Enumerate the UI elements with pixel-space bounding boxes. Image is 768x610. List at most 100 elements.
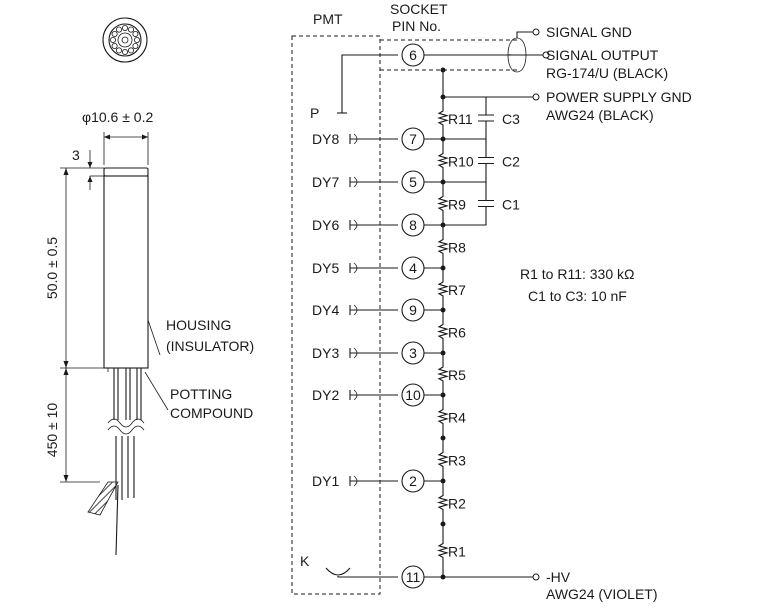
- dynode-row: DY2: [312, 387, 446, 403]
- resistor: R6: [437, 310, 466, 353]
- resistor-label: R9: [448, 197, 466, 213]
- dynode-row: DY7: [312, 174, 446, 190]
- pin-dy3-number: 3: [409, 345, 417, 361]
- junction-dot: [440, 521, 446, 527]
- pin-cathode-number: 11: [406, 569, 421, 585]
- socket-pin-hole: [127, 47, 134, 54]
- diameter-label: φ10.6 ± 0.2: [82, 109, 153, 125]
- pin-dy6-number: 8: [409, 217, 417, 233]
- capacitor: C3: [443, 96, 520, 140]
- resistor: R5: [437, 353, 466, 395]
- dimension-lines: [60, 150, 169, 483]
- pin-dy6: 8: [401, 213, 425, 237]
- resistor-label: R11: [448, 111, 473, 127]
- dynode-row: DY5: [312, 260, 446, 276]
- pin-dy1: 2: [401, 469, 425, 493]
- socket-header: SOCKET: [390, 1, 448, 17]
- socket-pin-hole: [122, 49, 129, 56]
- hv-wire-label: AWG24 (VIOLET): [546, 586, 658, 602]
- capacitor-label: C3: [502, 111, 520, 127]
- pin-dy5-number: 4: [409, 260, 417, 276]
- pmt-boundary: [291, 35, 381, 595]
- resistor-label: R10: [448, 154, 474, 170]
- socket-pin-hole: [133, 37, 140, 44]
- signal-gnd-label: SIGNAL GND: [546, 24, 632, 40]
- power-gnd-label: POWER SUPPLY GND: [546, 89, 692, 105]
- socket-pin-hole: [111, 43, 118, 50]
- socket-pin-hole: [111, 30, 118, 37]
- lead-length-label: 450 ± 10: [44, 403, 60, 458]
- resistor-label: R7: [448, 282, 466, 298]
- capacitor-label: C2: [502, 154, 520, 170]
- cathode-label: K: [300, 553, 310, 569]
- resistor: R7: [437, 268, 466, 310]
- dynode-row: DY3: [312, 345, 446, 361]
- cap-length-label: 3: [72, 147, 80, 163]
- socket-pin-hole: [122, 24, 129, 31]
- resistor: R3: [437, 438, 466, 481]
- junction-dot: [440, 435, 446, 441]
- socket-pin-hole: [116, 47, 123, 54]
- resistor-label: R4: [448, 410, 466, 426]
- resistor-label: R3: [448, 453, 466, 469]
- tube-body: [87, 132, 149, 556]
- body-length-label: 50.0 ± 0.5: [44, 237, 60, 299]
- resistor-label: R1: [448, 544, 466, 560]
- signal-cable-label: RG-174/U (BLACK): [546, 65, 668, 81]
- pin-cathode: 11: [401, 565, 425, 589]
- pin-no-header: PIN No.: [392, 18, 441, 34]
- anode-label: P: [310, 105, 319, 121]
- pin-dy8: 7: [401, 127, 425, 151]
- pin-anode-number: 6: [409, 47, 417, 63]
- socket-pin-hole: [116, 26, 123, 33]
- capacitor: C1: [443, 181, 520, 226]
- insulator-label: (INSULATOR): [166, 338, 254, 354]
- dynode-label: DY6: [312, 217, 339, 233]
- pin-dy4-number: 9: [409, 302, 417, 318]
- pin-dy3: 3: [401, 341, 425, 365]
- pin-dy1-number: 2: [409, 473, 417, 489]
- socket-pin-hole: [110, 37, 117, 44]
- signal-output-label: SIGNAL OUTPUT: [546, 47, 659, 63]
- capacitor-label: C1: [502, 197, 520, 213]
- dynode-label: DY4: [312, 302, 339, 318]
- resistor-label: R2: [448, 496, 466, 512]
- capacitor: C2: [443, 138, 520, 183]
- dynode-row: DY1: [312, 473, 446, 489]
- resistor-label: R6: [448, 325, 466, 341]
- dynode-label: DY7: [312, 174, 339, 190]
- resistor: R8: [437, 225, 466, 268]
- pin-dy5: 4: [401, 256, 425, 280]
- dynode-label: DY3: [312, 345, 339, 361]
- pin-dy2: 10: [401, 383, 425, 407]
- socket-pin-hole: [132, 30, 139, 37]
- socket-top-view: [102, 17, 148, 63]
- compound-label: COMPOUND: [170, 405, 253, 421]
- resistor: R4: [437, 395, 466, 438]
- dynode-label: DY1: [312, 473, 339, 489]
- resistor: R1: [437, 524, 466, 577]
- socket-pin-hole: [132, 43, 139, 50]
- pin-dy4: 9: [401, 298, 425, 322]
- pmt-header: PMT: [313, 11, 343, 27]
- pin-anode: 6: [401, 43, 425, 67]
- dynode-label: DY8: [312, 131, 339, 147]
- dynode-label: DY2: [312, 387, 339, 403]
- pin-dy7: 5: [401, 170, 425, 194]
- dynode-row: DY8: [312, 131, 446, 147]
- housing-label: HOUSING: [166, 317, 231, 333]
- dynode-label: DY5: [312, 260, 339, 276]
- dynode-row: DY6: [312, 217, 446, 233]
- dynode-row: DY4: [312, 302, 446, 318]
- pin-dy7-number: 5: [409, 174, 417, 190]
- hv-label: -HV: [546, 569, 571, 585]
- capacitor-values-note: C1 to C3: 10 nF: [528, 288, 627, 304]
- resistor: R10: [437, 139, 474, 182]
- power-gnd-wire-label: AWG24 (BLACK): [546, 107, 654, 123]
- pin-dy8-number: 7: [409, 131, 417, 147]
- resistor: R2: [437, 481, 466, 524]
